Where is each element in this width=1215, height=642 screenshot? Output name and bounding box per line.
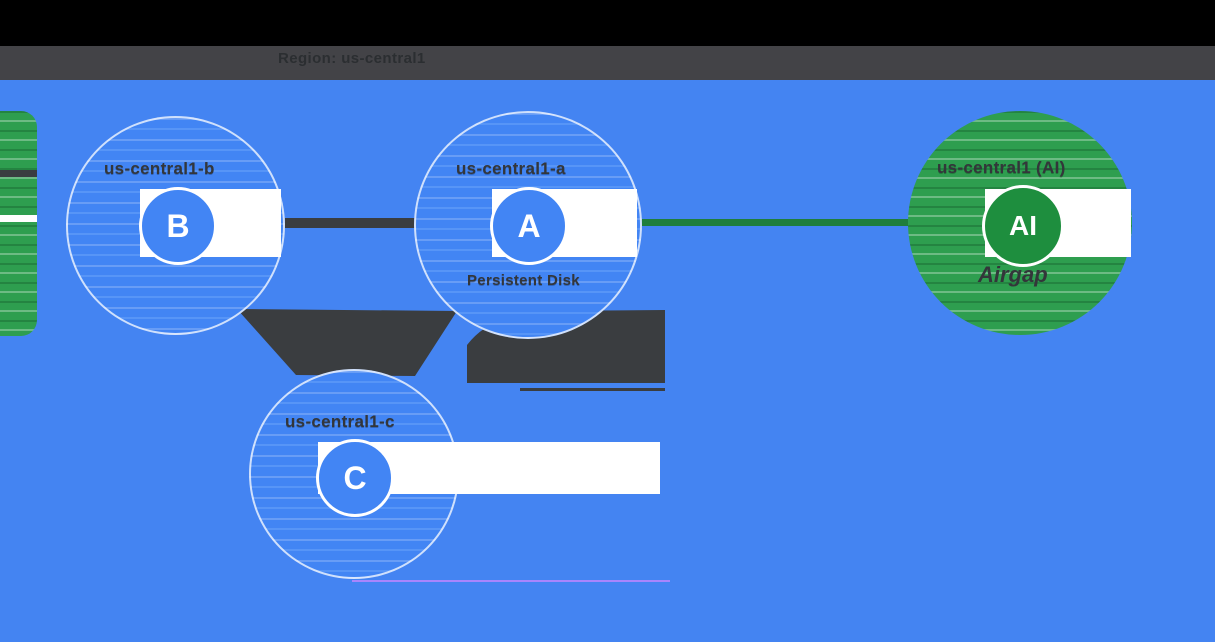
instance-disc-c: C: [316, 439, 394, 517]
instance-letter-c: C: [343, 459, 367, 496]
zone-label-ai: us-central1 (AI): [937, 158, 1066, 177]
instance-letter-b: B: [166, 207, 190, 244]
sliver-band-artifact: [0, 215, 37, 222]
header-black-bar: [0, 0, 1215, 46]
zone-sublabel-airgap: Airgap: [978, 262, 1048, 287]
zone-label-a: us-central1-a: [456, 159, 566, 178]
diagram-title: Region: us-central1: [278, 50, 426, 67]
disk-annotation: Persistent Disk: [467, 272, 580, 289]
connector-b-a: [285, 218, 415, 228]
instance-disc-ai: AI: [982, 185, 1064, 267]
instance-disc-b: B: [139, 187, 217, 265]
artifact-purple-line: [352, 580, 670, 582]
connector-a-ai: [638, 219, 908, 226]
header-gray-bar: [0, 46, 1215, 80]
blob-left-v: [237, 309, 457, 376]
zone-label-c: us-central1-c: [285, 412, 395, 431]
zone-label-b: us-central1-b: [104, 159, 215, 178]
sliver-label-artifact: [0, 170, 37, 177]
instance-letter-a: A: [517, 207, 541, 244]
blob-stray-line: [520, 388, 665, 391]
instance-letter-ai: AI: [1009, 210, 1037, 241]
instance-disc-a: A: [490, 187, 568, 265]
clipped-zone-sliver: [0, 111, 37, 336]
